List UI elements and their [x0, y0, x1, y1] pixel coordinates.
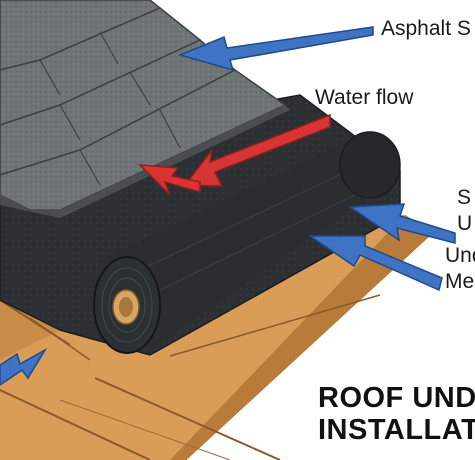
label-water-flow: Water flow — [315, 86, 414, 109]
title-line-1: ROOF UNDE — [318, 382, 475, 414]
label-asphalt-shingles: Asphalt S — [381, 17, 471, 40]
label-underlayment-top: Und — [445, 244, 475, 267]
label-synthetic-top: S — [457, 186, 472, 209]
callout-arrows — [0, 26, 456, 386]
asphalt-shingles — [0, 0, 290, 218]
label-underlayment-bottom: Me — [445, 270, 475, 293]
water-flow-arrows — [138, 113, 331, 196]
underlayment-roll — [93, 131, 401, 354]
title-line-2: INSTALLATI — [318, 414, 475, 446]
label-synthetic-bottom: U — [457, 212, 473, 235]
